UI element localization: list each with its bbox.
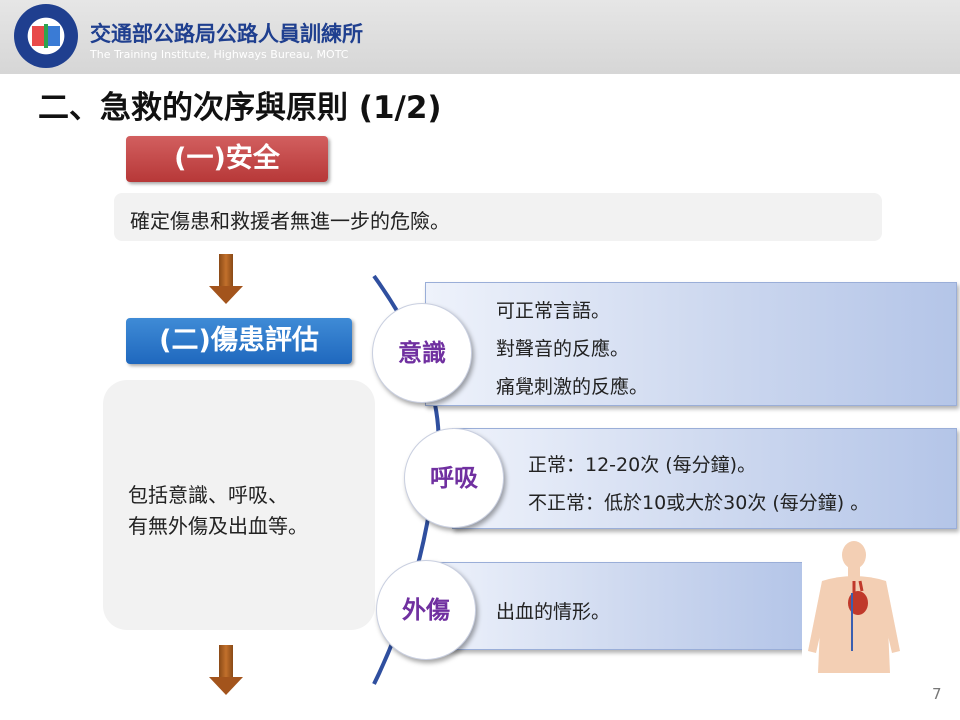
assessment-summary-box — [103, 380, 375, 630]
assessment-summary-line1: 包括意識、呼吸、 — [128, 483, 288, 507]
down-arrow-icon — [219, 254, 233, 288]
header-banner — [0, 0, 960, 74]
step1-heading: (一)安全 — [126, 136, 328, 182]
org-name-zh: 交通部公路局公路人員訓練所 — [90, 22, 363, 46]
down-arrow-icon — [219, 645, 233, 679]
safety-description-box — [114, 193, 882, 241]
breathing-item: 不正常：低於10或大於30次 (每分鐘) 。 — [528, 492, 870, 514]
slide-title: 二、急救的次序與原則 (1/2) — [38, 90, 442, 126]
consciousness-label: 意識 — [372, 303, 472, 403]
consciousness-item: 對聲音的反應。 — [496, 338, 630, 360]
breathing-label: 呼吸 — [404, 428, 504, 528]
org-name-en: The Training Institute, Highways Bureau,… — [90, 48, 349, 61]
breathing-item: 正常：12-20次 (每分鐘)。 — [528, 454, 757, 476]
injury-label: 外傷 — [376, 560, 476, 660]
book-emblem-icon — [32, 24, 60, 48]
injury-item: 出血的情形。 — [496, 601, 611, 623]
consciousness-item: 可正常言語。 — [496, 300, 611, 322]
step2-heading: (二)傷患評估 — [126, 318, 352, 364]
consciousness-detail-box — [425, 282, 957, 406]
injury-detail-box — [428, 562, 804, 650]
consciousness-item: 痛覺刺激的反應。 — [496, 376, 649, 398]
assessment-summary-line2: 有無外傷及出血等。 — [128, 514, 308, 538]
page-number: 7 — [932, 685, 942, 703]
down-arrow-head — [209, 286, 243, 304]
safety-description: 確定傷患和救援者無進一步的危險。 — [130, 209, 450, 233]
breathing-detail-box — [452, 428, 957, 529]
down-arrow-head — [209, 677, 243, 695]
anatomy-body-icon — [802, 541, 906, 673]
